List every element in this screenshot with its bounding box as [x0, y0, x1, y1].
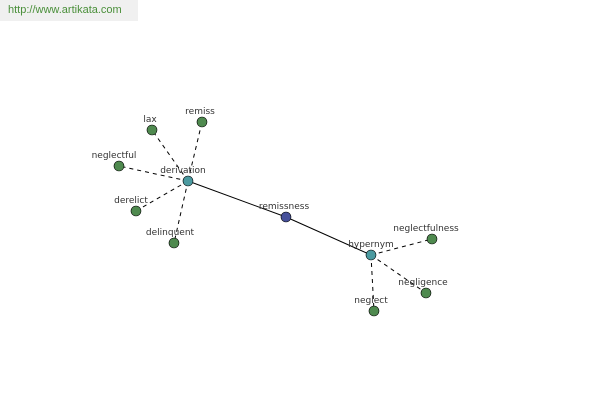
edge-derivation-derelict [135, 180, 189, 212]
edge-derivation-remiss [187, 121, 203, 182]
node-remiss[interactable]: remiss [185, 107, 215, 128]
node-derelict-label[interactable]: derelict [114, 196, 148, 206]
node-negligence[interactable]: negligence [398, 278, 448, 299]
node-hypernym-label[interactable]: hypernym [348, 240, 394, 250]
edge-hypernym-negligence [370, 254, 427, 294]
edge-derivation-neglectful [118, 165, 189, 182]
node-lax-dot[interactable] [146, 124, 158, 136]
edge-remissness-derivation [187, 180, 287, 218]
node-neglectfulness-label[interactable]: neglectfulness [393, 224, 459, 234]
node-derivation-label[interactable]: derivation [160, 166, 206, 176]
node-remissness-dot[interactable] [280, 211, 292, 223]
node-neglect-dot[interactable] [368, 305, 380, 317]
node-neglectfulness-dot[interactable] [426, 233, 438, 245]
node-neglectful-dot[interactable] [113, 160, 125, 172]
node-neglect-label[interactable]: neglect [354, 296, 388, 306]
node-negligence-dot[interactable] [420, 287, 432, 299]
edge-derivation-delinquent [173, 180, 189, 244]
node-remissness[interactable]: remissness [259, 202, 310, 223]
node-remiss-dot[interactable] [196, 116, 208, 128]
node-delinquent-dot[interactable] [168, 237, 180, 249]
node-derelict-dot[interactable] [130, 205, 142, 217]
node-neglectfulness[interactable]: neglectfulness [393, 224, 459, 245]
node-delinquent[interactable]: delinquent [146, 228, 195, 249]
site-url-banner[interactable]: http://www.artikata.com [0, 0, 138, 21]
edge-hypernym-neglect [370, 254, 375, 312]
node-delinquent-label[interactable]: delinquent [146, 228, 195, 238]
node-neglectful-label[interactable]: neglectful [92, 151, 137, 161]
node-lax-label[interactable]: lax [143, 115, 157, 125]
node-derivation[interactable]: derivation [160, 166, 206, 187]
node-negligence-label[interactable]: negligence [398, 278, 448, 288]
edge-remissness-hypernym [285, 216, 372, 256]
node-neglectful[interactable]: neglectful [92, 151, 137, 172]
edges-layer [118, 121, 433, 312]
node-derelict[interactable]: derelict [114, 196, 148, 217]
node-hypernym[interactable]: hypernym [348, 240, 394, 261]
node-lax[interactable]: lax [143, 115, 158, 136]
nodes-layer: remissness derivation hypernym remiss lax neg… [92, 107, 459, 317]
edge-hypernym-neglectfulness [370, 238, 433, 256]
node-hypernym-dot[interactable] [365, 249, 377, 261]
node-remissness-label[interactable]: remissness [259, 202, 310, 212]
edge-derivation-lax [151, 129, 189, 182]
node-neglect[interactable]: neglect [354, 296, 388, 317]
node-remiss-label[interactable]: remiss [185, 107, 215, 117]
node-derivation-dot[interactable] [182, 175, 194, 187]
